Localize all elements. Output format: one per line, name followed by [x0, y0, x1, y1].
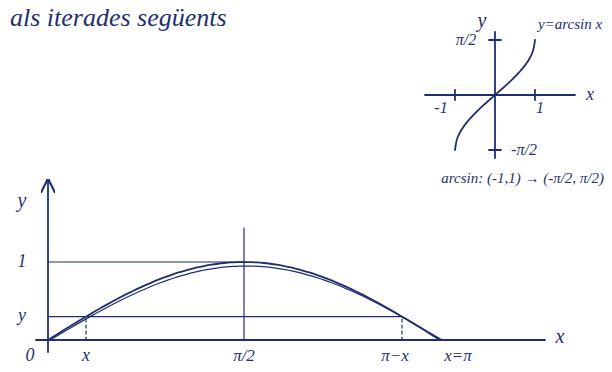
tick-label: π−x [379, 347, 411, 366]
tick [454, 90, 456, 100]
heading-text: als iterades següents [8, 4, 229, 33]
tick-label: 1 [534, 99, 546, 117]
guide-line [401, 317, 402, 340]
y-axis [47, 180, 49, 352]
axis-label: x [584, 85, 596, 105]
tick-label: x=π [442, 347, 474, 366]
axis-label: x [554, 325, 567, 347]
tick [534, 90, 536, 100]
tick-label: 0 [24, 346, 37, 366]
axis-label: y [476, 9, 489, 31]
sine-curve [50, 266, 442, 340]
tick-label: π/2 [231, 347, 257, 366]
x-axis [36, 339, 545, 341]
tick [489, 149, 501, 151]
tick-label: x [80, 346, 92, 366]
arcsin-curve [455, 40, 535, 150]
x-axis [425, 94, 575, 96]
level-line [48, 261, 244, 262]
level-line [48, 316, 402, 317]
axis-label: y [16, 189, 29, 211]
curve-label: y=arcsin x [536, 16, 604, 33]
guide-line [85, 317, 86, 340]
tick-label: π/2 [454, 31, 478, 49]
tick [489, 39, 501, 41]
tick-label: y [16, 306, 28, 326]
tick-label: -π/2 [509, 141, 539, 159]
mid-line [243, 228, 244, 340]
tick-label: -1 [432, 99, 449, 117]
mapping-note: arcsin: (-1,1) → (-π/2, π/2) [439, 170, 606, 187]
tick-label: 1 [16, 252, 29, 272]
